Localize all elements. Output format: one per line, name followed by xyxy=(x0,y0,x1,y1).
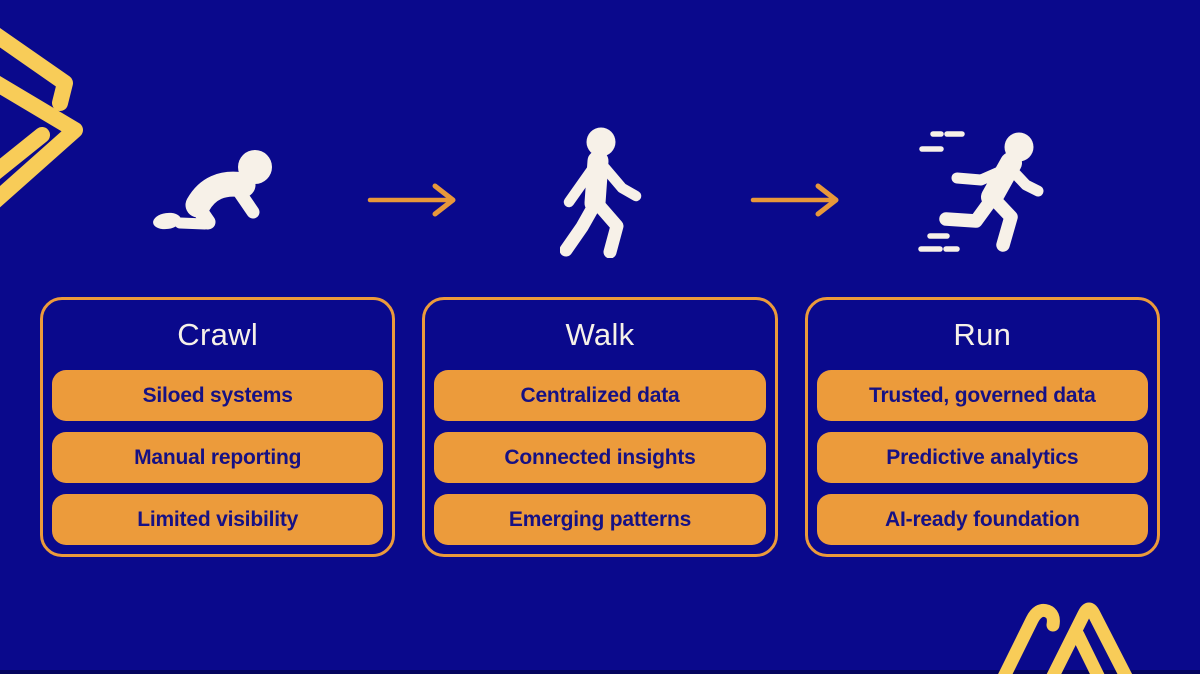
stage-item: Emerging patterns xyxy=(434,494,766,545)
stage-card-crawl: Crawl Siloed systems Manual reporting Li… xyxy=(40,297,396,557)
stage-item-list: Siloed systems Manual reporting Limited … xyxy=(52,370,384,545)
stage-item-list: Trusted, governed data Predictive analyt… xyxy=(816,370,1148,545)
mountain-logo-icon xyxy=(998,602,1133,674)
stage-title: Crawl xyxy=(177,317,259,352)
stage-item: Predictive analytics xyxy=(816,432,1148,483)
stage-item: Trusted, governed data xyxy=(816,370,1148,421)
stage-title: Run xyxy=(953,317,1012,352)
walking-person-icon xyxy=(560,127,642,258)
arrow-right-icon xyxy=(750,183,839,217)
stage-card-walk: Walk Centralized data Connected insights… xyxy=(422,297,778,557)
running-person-icon xyxy=(918,131,1044,252)
stage-item: Manual reporting xyxy=(52,432,384,483)
stage-item: Centralized data xyxy=(434,370,766,421)
stage-cards-row: Crawl Siloed systems Manual reporting Li… xyxy=(40,297,1160,557)
stage-item: Limited visibility xyxy=(52,494,384,545)
arrow-right-icon xyxy=(367,183,456,217)
stage-item: Connected insights xyxy=(434,432,766,483)
bottom-edge-strip xyxy=(0,670,1200,674)
stage-item: AI-ready foundation xyxy=(816,494,1148,545)
decorative-chevrons-icon xyxy=(0,27,83,208)
stage-title: Walk xyxy=(565,317,635,352)
stage-item: Siloed systems xyxy=(52,370,384,421)
speed-lines-icon xyxy=(918,131,965,252)
stage-card-run: Run Trusted, governed data Predictive an… xyxy=(804,297,1160,557)
crawling-baby-icon xyxy=(153,150,272,230)
stage-item-list: Centralized data Connected insights Emer… xyxy=(434,370,766,545)
